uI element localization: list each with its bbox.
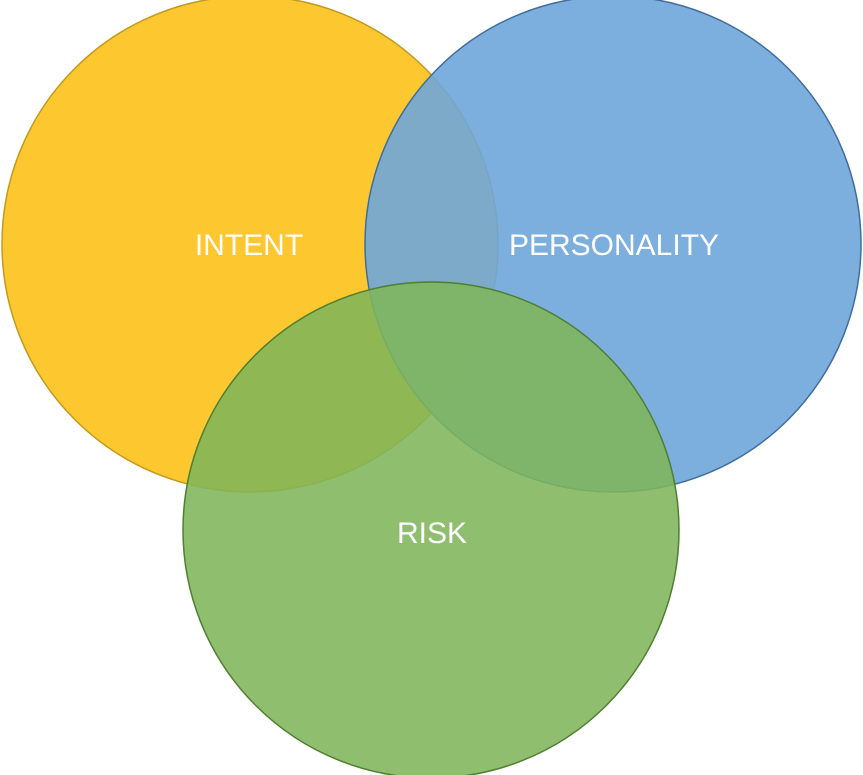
- personality-label: PERSONALITY: [509, 229, 719, 262]
- risk-label: RISK: [397, 517, 467, 550]
- risk-circle: [182, 281, 680, 775]
- intent-label: INTENT: [195, 229, 303, 262]
